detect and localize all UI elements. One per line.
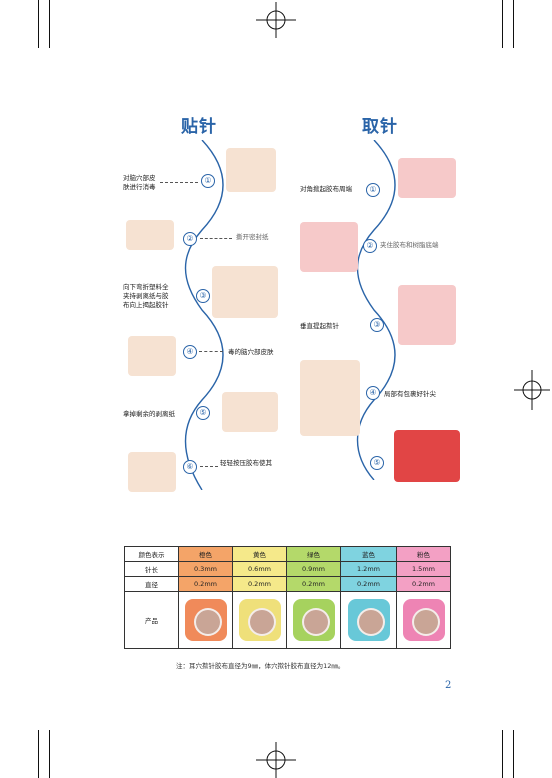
remove-step-1-number: ① bbox=[366, 183, 380, 197]
wavy-divider-left bbox=[184, 140, 224, 490]
product-cell bbox=[286, 591, 341, 649]
color-cell: 粉色 bbox=[396, 546, 451, 562]
apply-step-2-label: 撕开密封纸 bbox=[236, 233, 269, 241]
diameter-cell: 0.2mm bbox=[396, 576, 451, 592]
apply-step-6-number: ⑥ bbox=[183, 460, 197, 474]
apply-step-2-number: ② bbox=[183, 232, 197, 246]
apply-step-3-number: ③ bbox=[196, 289, 210, 303]
length-cell: 0.6mm bbox=[232, 561, 287, 577]
diameter-cell: 0.2mm bbox=[178, 576, 233, 592]
row-header: 颜色表示 bbox=[124, 546, 179, 562]
crop-mark bbox=[502, 730, 503, 778]
remove-step-1-illustration bbox=[398, 158, 456, 198]
color-cell: 蓝色 bbox=[340, 546, 397, 562]
apply-step-4-illustration bbox=[128, 336, 176, 376]
product-patch-image bbox=[238, 599, 281, 641]
registration-mark-right bbox=[514, 370, 550, 410]
product-patch-image bbox=[347, 599, 390, 641]
apply-step-6-illustration bbox=[128, 452, 176, 492]
page-number: 2 bbox=[445, 680, 452, 691]
leader-line bbox=[200, 466, 218, 467]
remove-step-4-number: ④ bbox=[366, 386, 380, 400]
product-cell bbox=[396, 591, 451, 649]
apply-step-5-illustration bbox=[222, 392, 278, 432]
color-cell: 橙色 bbox=[178, 546, 233, 562]
table-row-diameter: 直径 0.2mm 0.2mm 0.2mm 0.2mm 0.2mm bbox=[124, 576, 451, 592]
remove-step-2-illustration bbox=[300, 222, 358, 272]
diameter-cell: 0.2mm bbox=[286, 576, 341, 592]
remove-step-5-number: ⑤ bbox=[370, 456, 384, 470]
product-patch-image bbox=[292, 599, 335, 641]
apply-title: 贴针 bbox=[181, 117, 217, 137]
remove-step-3-illustration bbox=[398, 285, 456, 345]
remove-step-4-illustration bbox=[300, 360, 360, 436]
leader-line bbox=[199, 351, 223, 352]
color-cell: 绿色 bbox=[286, 546, 341, 562]
registration-mark-top bbox=[256, 2, 296, 38]
crop-mark bbox=[49, 730, 50, 778]
remove-step-1-label: 对角掀起胶布周端 bbox=[300, 185, 352, 193]
remove-step-3-label: 垂直提起揿针 bbox=[300, 322, 339, 330]
diameter-cell: 0.2mm bbox=[340, 576, 397, 592]
apply-step-5-number: ⑤ bbox=[196, 406, 210, 420]
product-cell bbox=[232, 591, 287, 649]
remove-step-3-number: ③ bbox=[370, 318, 384, 332]
leader-line bbox=[160, 182, 198, 183]
length-cell: 1.2mm bbox=[340, 561, 397, 577]
apply-step-5-label: 拿掉剩余的剥离纸 bbox=[123, 410, 175, 418]
remove-step-2-label: 夹住胶布和树脂底端 bbox=[380, 241, 439, 249]
remove-title: 取针 bbox=[362, 117, 398, 137]
row-header: 直径 bbox=[124, 576, 179, 592]
apply-step-6-label: 轻轻按压胶布使其 bbox=[220, 459, 272, 467]
table-row-product: 产品 bbox=[124, 591, 451, 649]
crop-mark bbox=[513, 730, 514, 778]
apply-step-2-illustration bbox=[126, 220, 174, 250]
crop-mark bbox=[49, 0, 50, 48]
row-header: 产品 bbox=[124, 591, 179, 649]
remove-step-4-label: 局部有包裹好针尖 bbox=[384, 390, 436, 398]
remove-step-2-number: ② bbox=[363, 239, 377, 253]
product-cell bbox=[178, 591, 233, 649]
apply-step-1-illustration bbox=[226, 148, 276, 192]
crop-mark bbox=[38, 730, 39, 778]
apply-step-1-label: 对脑穴部皮 肤进行消毒 bbox=[123, 174, 156, 191]
footnote: 注：耳穴揿针胶布直径为9㎜，体穴揿针胶布直径为12㎜。 bbox=[176, 662, 345, 670]
color-cell: 黄色 bbox=[232, 546, 287, 562]
leader-line bbox=[200, 238, 232, 239]
wavy-divider-right bbox=[356, 140, 396, 480]
crop-mark bbox=[502, 0, 503, 48]
apply-step-4-label: 毒的脑穴部皮肤 bbox=[228, 348, 274, 356]
length-cell: 0.3mm bbox=[178, 561, 233, 577]
diameter-cell: 0.2mm bbox=[232, 576, 287, 592]
apply-step-3-label: 向下弯折塑料全 夹持剥离纸与胶 布向上揭起胶针 bbox=[123, 283, 169, 309]
apply-step-3-illustration bbox=[212, 266, 278, 318]
product-patch-image bbox=[402, 599, 445, 641]
table-row-color: 颜色表示 橙色 黄色 绿色 蓝色 粉色 bbox=[124, 546, 451, 562]
crop-mark bbox=[38, 0, 39, 48]
remove-step-5-illustration bbox=[394, 430, 460, 482]
product-patch-image bbox=[184, 599, 227, 641]
length-cell: 1.5mm bbox=[396, 561, 451, 577]
apply-step-4-number: ④ bbox=[183, 345, 197, 359]
spec-table: 颜色表示 橙色 黄色 绿色 蓝色 粉色 针长 0.3mm 0.6mm 0.9mm… bbox=[124, 546, 451, 649]
apply-step-1-number: ① bbox=[201, 174, 215, 188]
product-cell bbox=[340, 591, 397, 649]
crop-mark bbox=[513, 0, 514, 48]
row-header: 针长 bbox=[124, 561, 179, 577]
registration-mark-bottom bbox=[256, 742, 296, 778]
table-row-length: 针长 0.3mm 0.6mm 0.9mm 1.2mm 1.5mm bbox=[124, 561, 451, 577]
length-cell: 0.9mm bbox=[286, 561, 341, 577]
